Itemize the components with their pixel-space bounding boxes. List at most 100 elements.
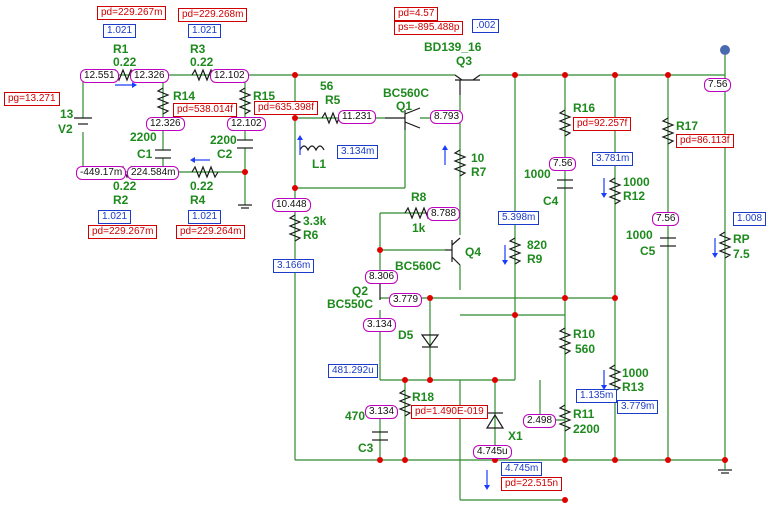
label-R13: R13 [622,380,645,394]
label-C1: C1 [137,147,153,161]
value-C2: 2200 [210,133,237,147]
value-R3: 0.22 [190,55,214,69]
value-Q4: BC560C [395,259,442,273]
R11-symbol [558,404,572,432]
voltage-n18: 7.56 [652,212,680,226]
current-i5: .002 [472,19,500,33]
voltage-n13: 3.779 [389,293,423,307]
voltage-n17: 7.56 [549,157,577,171]
label-Q1: Q1 [396,99,413,113]
current-i12: 1.135m [576,389,618,403]
label-C5: C5 [640,244,656,258]
value-R11: 2200 [573,422,600,436]
current-i2: 1.021 [188,24,222,38]
value-R12: 1000 [623,175,650,189]
value-R1: 0.22 [113,55,137,69]
voltage-n8: 11.231 [338,110,376,124]
label-RP: RP [733,232,750,246]
value-Q3: BD139_16 [424,40,482,54]
current-i14: 4.745m [501,462,543,476]
current-i9: 3.781m [592,152,634,166]
label-R6: R6 [303,228,319,242]
label-R9: R9 [527,252,543,266]
value-RP: 7.5 [733,247,750,261]
label-R4: R4 [190,193,206,207]
voltage-n1: 12.551 [80,69,119,83]
power-p9: pd=86.113f [676,134,734,148]
value-V2: 13 [60,107,74,121]
label-R5: R5 [325,93,341,107]
current-i13: 3.779m [617,400,659,414]
label-R2: R2 [113,193,129,207]
label-R18: R18 [412,390,435,404]
label-R1: R1 [113,42,129,56]
label-L1: L1 [312,157,327,171]
voltage-n12: 8.306 [365,270,399,284]
voltage-n2: 12.326 [130,69,169,83]
label-R7: R7 [471,165,487,179]
power-q3-ps: ps=-895.488p [394,21,464,35]
R7-symbol [453,149,467,177]
current-i1: 1.021 [103,24,137,38]
current-i10: 1.008 [733,212,767,226]
power-p1: pd=229.267m [97,6,167,20]
value-R10: 560 [575,342,596,356]
voltage-n9: 8.793 [430,110,464,124]
value-R7: 10 [471,151,485,165]
R16-symbol [558,109,572,137]
R13-symbol [608,364,622,392]
value-C1: 2200 [130,130,157,144]
voltage-n15: 3.134 [365,405,399,419]
power-p2: pd=229.268m [178,8,248,22]
current-i4: 1.021 [188,210,222,224]
value-Q2: BC550C [327,297,374,311]
label-R16: R16 [573,101,596,115]
voltage-n16: 7.56 [704,78,732,92]
label-D5: D5 [398,328,414,342]
current-i3: 1.021 [98,210,132,224]
voltage-n4: 12.326 [146,117,185,131]
label-R12: R12 [623,189,646,203]
value-R6: 3.3k [303,214,327,228]
label-C3: C3 [358,441,374,455]
voltage-n11: 8.788 [427,207,461,221]
power-q3-pd: pd=4.57 [394,7,439,21]
R4-symbol [191,165,219,179]
label-Q2: Q2 [352,284,369,298]
power-p6: pd=229.267m [88,225,158,239]
voltage-n10: 10.448 [272,198,311,212]
value-Q1: BC560C [383,86,430,100]
value-R9: 820 [527,238,548,252]
current-i7: 3.166m [273,259,315,273]
power-p10: pd=1.490E-019 [411,405,488,419]
label-Q4: Q4 [465,245,482,259]
value-C3: 470 [345,409,366,423]
value-R8: 1k [412,221,426,235]
power-p4: pd=538.014f [173,103,237,117]
R18-symbol [398,389,412,417]
value-C5: 1000 [626,228,653,242]
label-Q3: Q3 [456,54,473,68]
RP-symbol [718,231,732,259]
label-R8: R8 [411,190,427,204]
R17-symbol [661,117,675,145]
power-p3: pg=13.271 [4,92,60,106]
label-X1: X1 [508,429,523,443]
label-V2: V2 [58,122,73,136]
voltage-n3: 12.102 [210,69,249,83]
R14-symbol [156,87,170,115]
current-i6: 3.134m [337,145,379,159]
value-R4: 0.22 [190,179,214,193]
label-R3: R3 [190,42,206,56]
power-p11: pd=22.515n [501,477,563,491]
R9-symbol [508,237,522,265]
label-R17: R17 [676,119,699,133]
R12-symbol [608,177,622,205]
voltage-n5: 12.102 [227,117,266,131]
voltage-n7: 224.584m [127,166,180,180]
voltage-n6: -449.17m [76,166,127,180]
voltage-n20: 4.745u [473,445,512,459]
label-R11: R11 [573,407,595,421]
power-p8: pd=92.257f [573,117,632,131]
